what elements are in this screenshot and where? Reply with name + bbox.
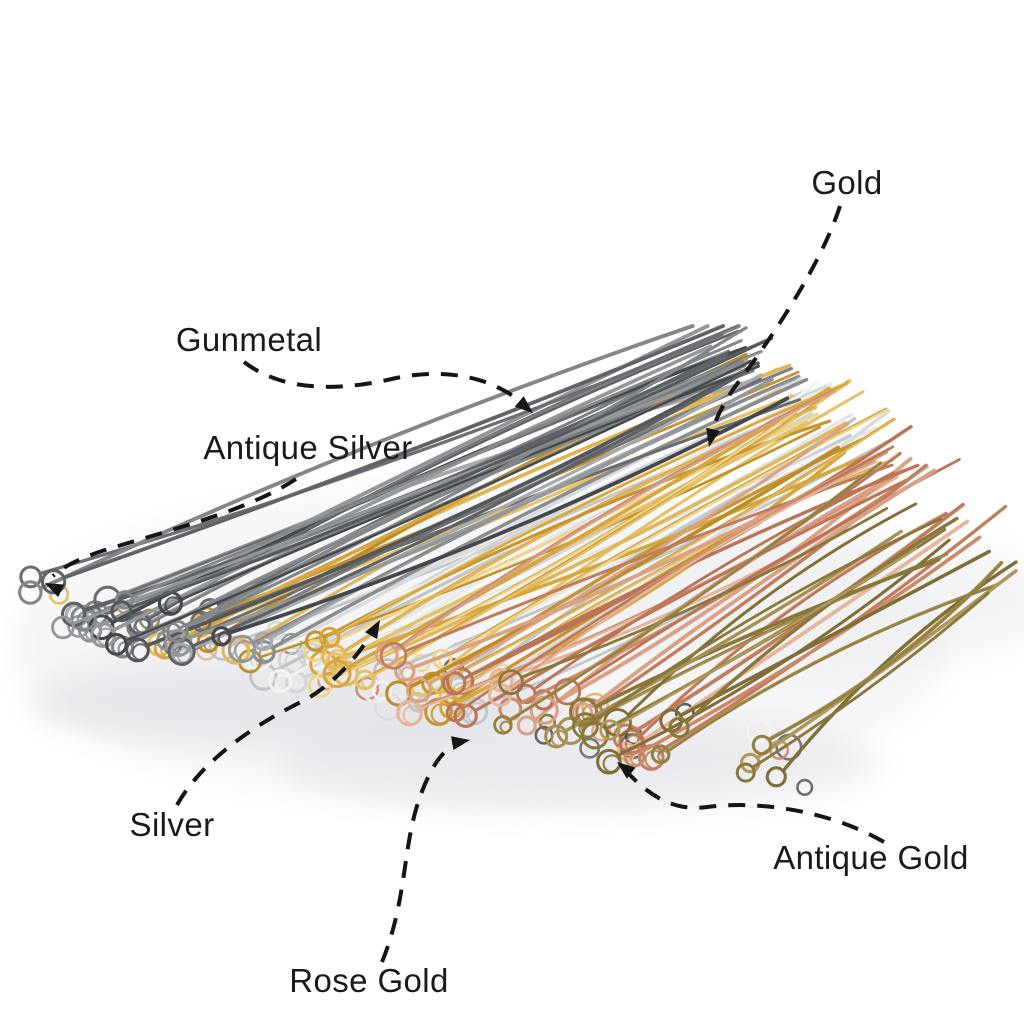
- label-gunmetal: Gunmetal: [175, 320, 323, 358]
- label-gold: Gold: [811, 163, 883, 201]
- arrow-gold: [706, 205, 842, 447]
- label-silver: Silver: [129, 805, 215, 843]
- arrow-gunmetal: [242, 360, 533, 413]
- arrow-rose-gold: [380, 736, 470, 963]
- arrow-antique-gold: [617, 762, 885, 844]
- annotation-arrows: [45, 205, 885, 963]
- label-rose-gold: Rose Gold: [289, 961, 449, 999]
- label-antique-silver: Antique Silver: [203, 428, 413, 466]
- pin-bundle: [18, 324, 1018, 797]
- arrow-silver: [175, 620, 380, 806]
- arrow-antique-silver: [45, 477, 298, 598]
- label-antique-gold: Antique Gold: [773, 838, 969, 876]
